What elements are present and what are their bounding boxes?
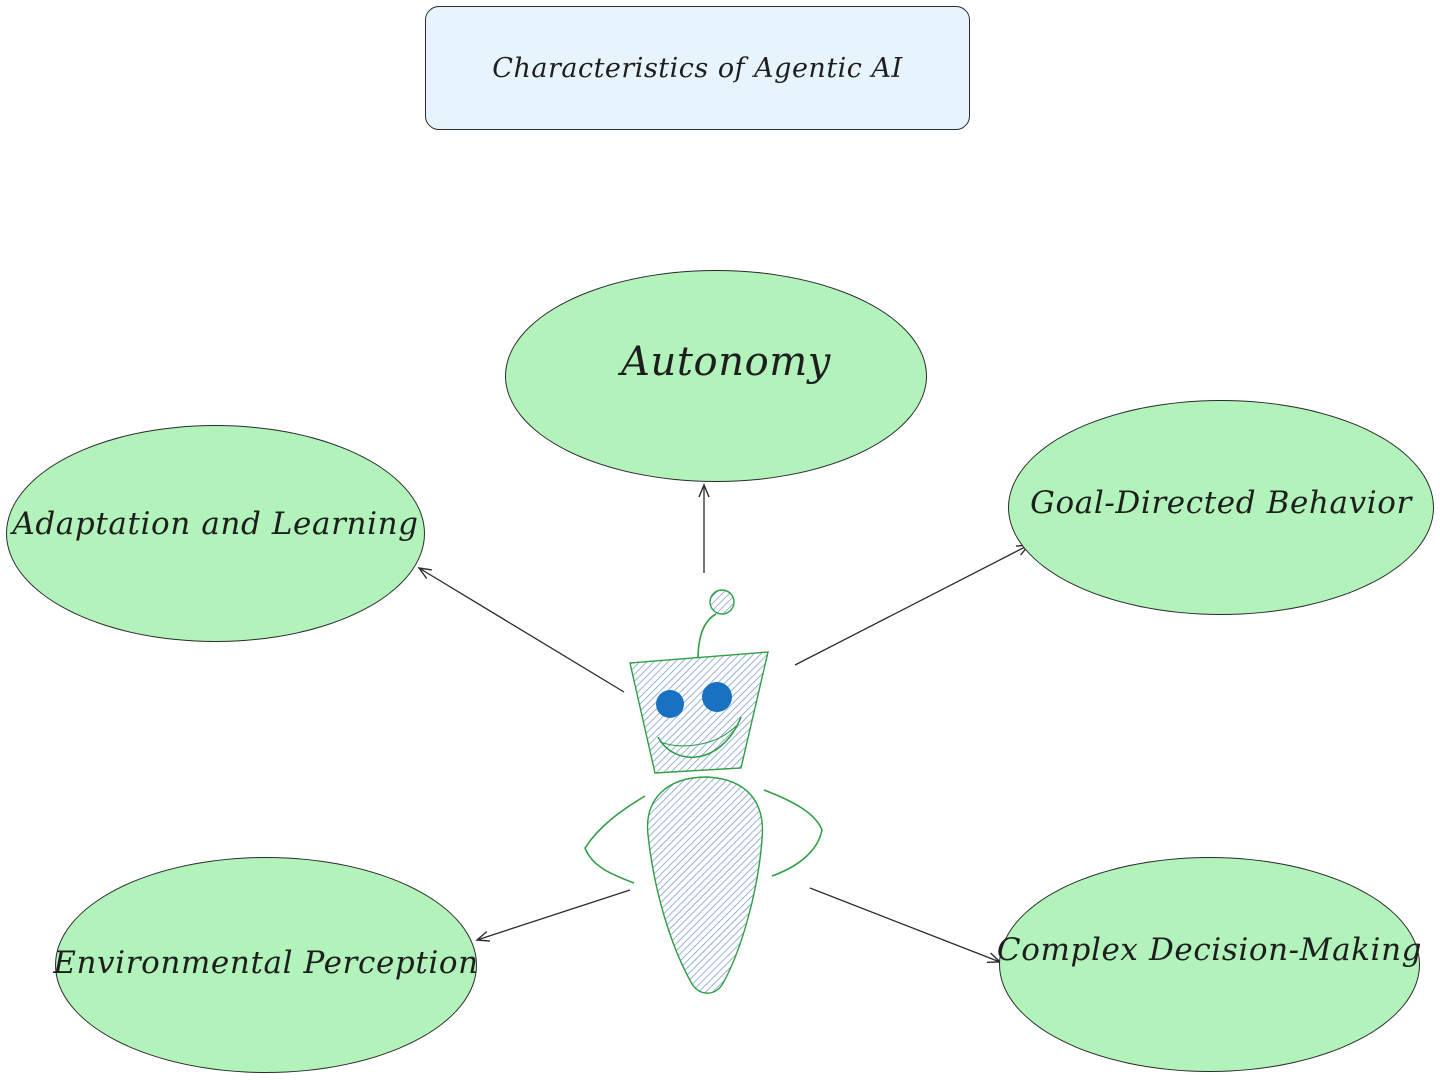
node-autonomy-label: Autonomy — [621, 339, 831, 385]
node-environment-label: Environmental Perception — [53, 945, 479, 981]
robot-smile — [657, 716, 742, 759]
robot-icon — [584, 589, 823, 994]
robot-left-arm — [584, 795, 646, 884]
node-goal-label: Goal-Directed Behavior — [1030, 485, 1412, 521]
node-autonomy: Autonomy — [505, 270, 927, 482]
title-box: Characteristics of Agentic AI — [425, 6, 970, 130]
arrow-to-adaptation — [417, 567, 625, 693]
node-goal-directed-behavior: Goal-Directed Behavior — [1008, 400, 1434, 615]
arrow-to-goal — [794, 544, 1031, 666]
node-complex-decision-making: Complex Decision-Making — [996, 857, 1423, 1072]
node-environmental-perception: Environmental Perception — [53, 857, 479, 1073]
arrow-to-decision — [809, 887, 1002, 964]
robot-smile-inner — [659, 725, 737, 747]
node-adaptation-and-learning: Adaptation and Learning — [6, 425, 425, 642]
robot-body — [646, 776, 764, 994]
node-decision-label: Complex Decision-Making — [996, 932, 1423, 968]
node-adaptation-label: Adaptation and Learning — [12, 505, 419, 542]
robot-left-eye — [656, 690, 684, 718]
robot-antenna-ball — [709, 589, 735, 615]
robot-head — [629, 651, 769, 774]
diagram-title: Characteristics of Agentic AI — [492, 52, 903, 84]
robot-right-eye — [702, 682, 732, 712]
arrow-to-environment — [475, 889, 631, 942]
robot-right-arm — [763, 789, 823, 877]
